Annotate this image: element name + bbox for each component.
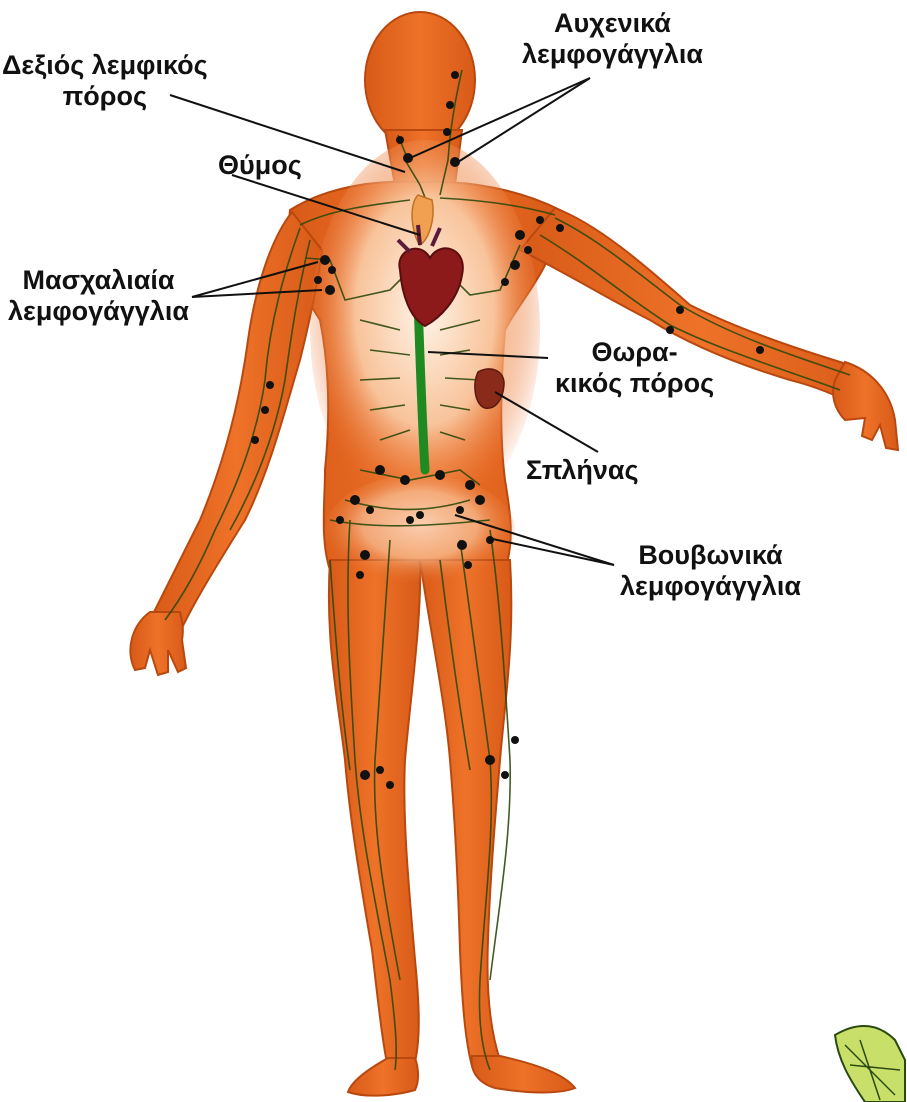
left-hand	[130, 612, 186, 675]
label-spleen: Σπλήνας	[526, 455, 639, 486]
label-thymus: Θύμος	[218, 150, 302, 181]
label-cervical-nodes: Αυχενικά λεμφογάγγλια	[522, 8, 703, 70]
left-foot	[348, 1058, 418, 1096]
groin-glow	[325, 475, 515, 585]
right-leg	[420, 560, 511, 1066]
leader-cervical-2	[458, 78, 590, 162]
label-inguinal-nodes: Βουβωνικά λεμφογάγγλια	[620, 540, 801, 602]
label-thoracic-duct: Θωρα- κικός πόρος	[555, 337, 714, 399]
right-hand	[833, 362, 898, 450]
corner-plant-graphic	[835, 1026, 905, 1102]
left-leg	[329, 560, 420, 1068]
label-right-lymph-duct: Δεξιός λεμφικός πόρος	[2, 50, 208, 112]
label-axillary-nodes: Μασχαλιαία λεμφογάγγλια	[8, 265, 189, 327]
head	[365, 12, 475, 148]
